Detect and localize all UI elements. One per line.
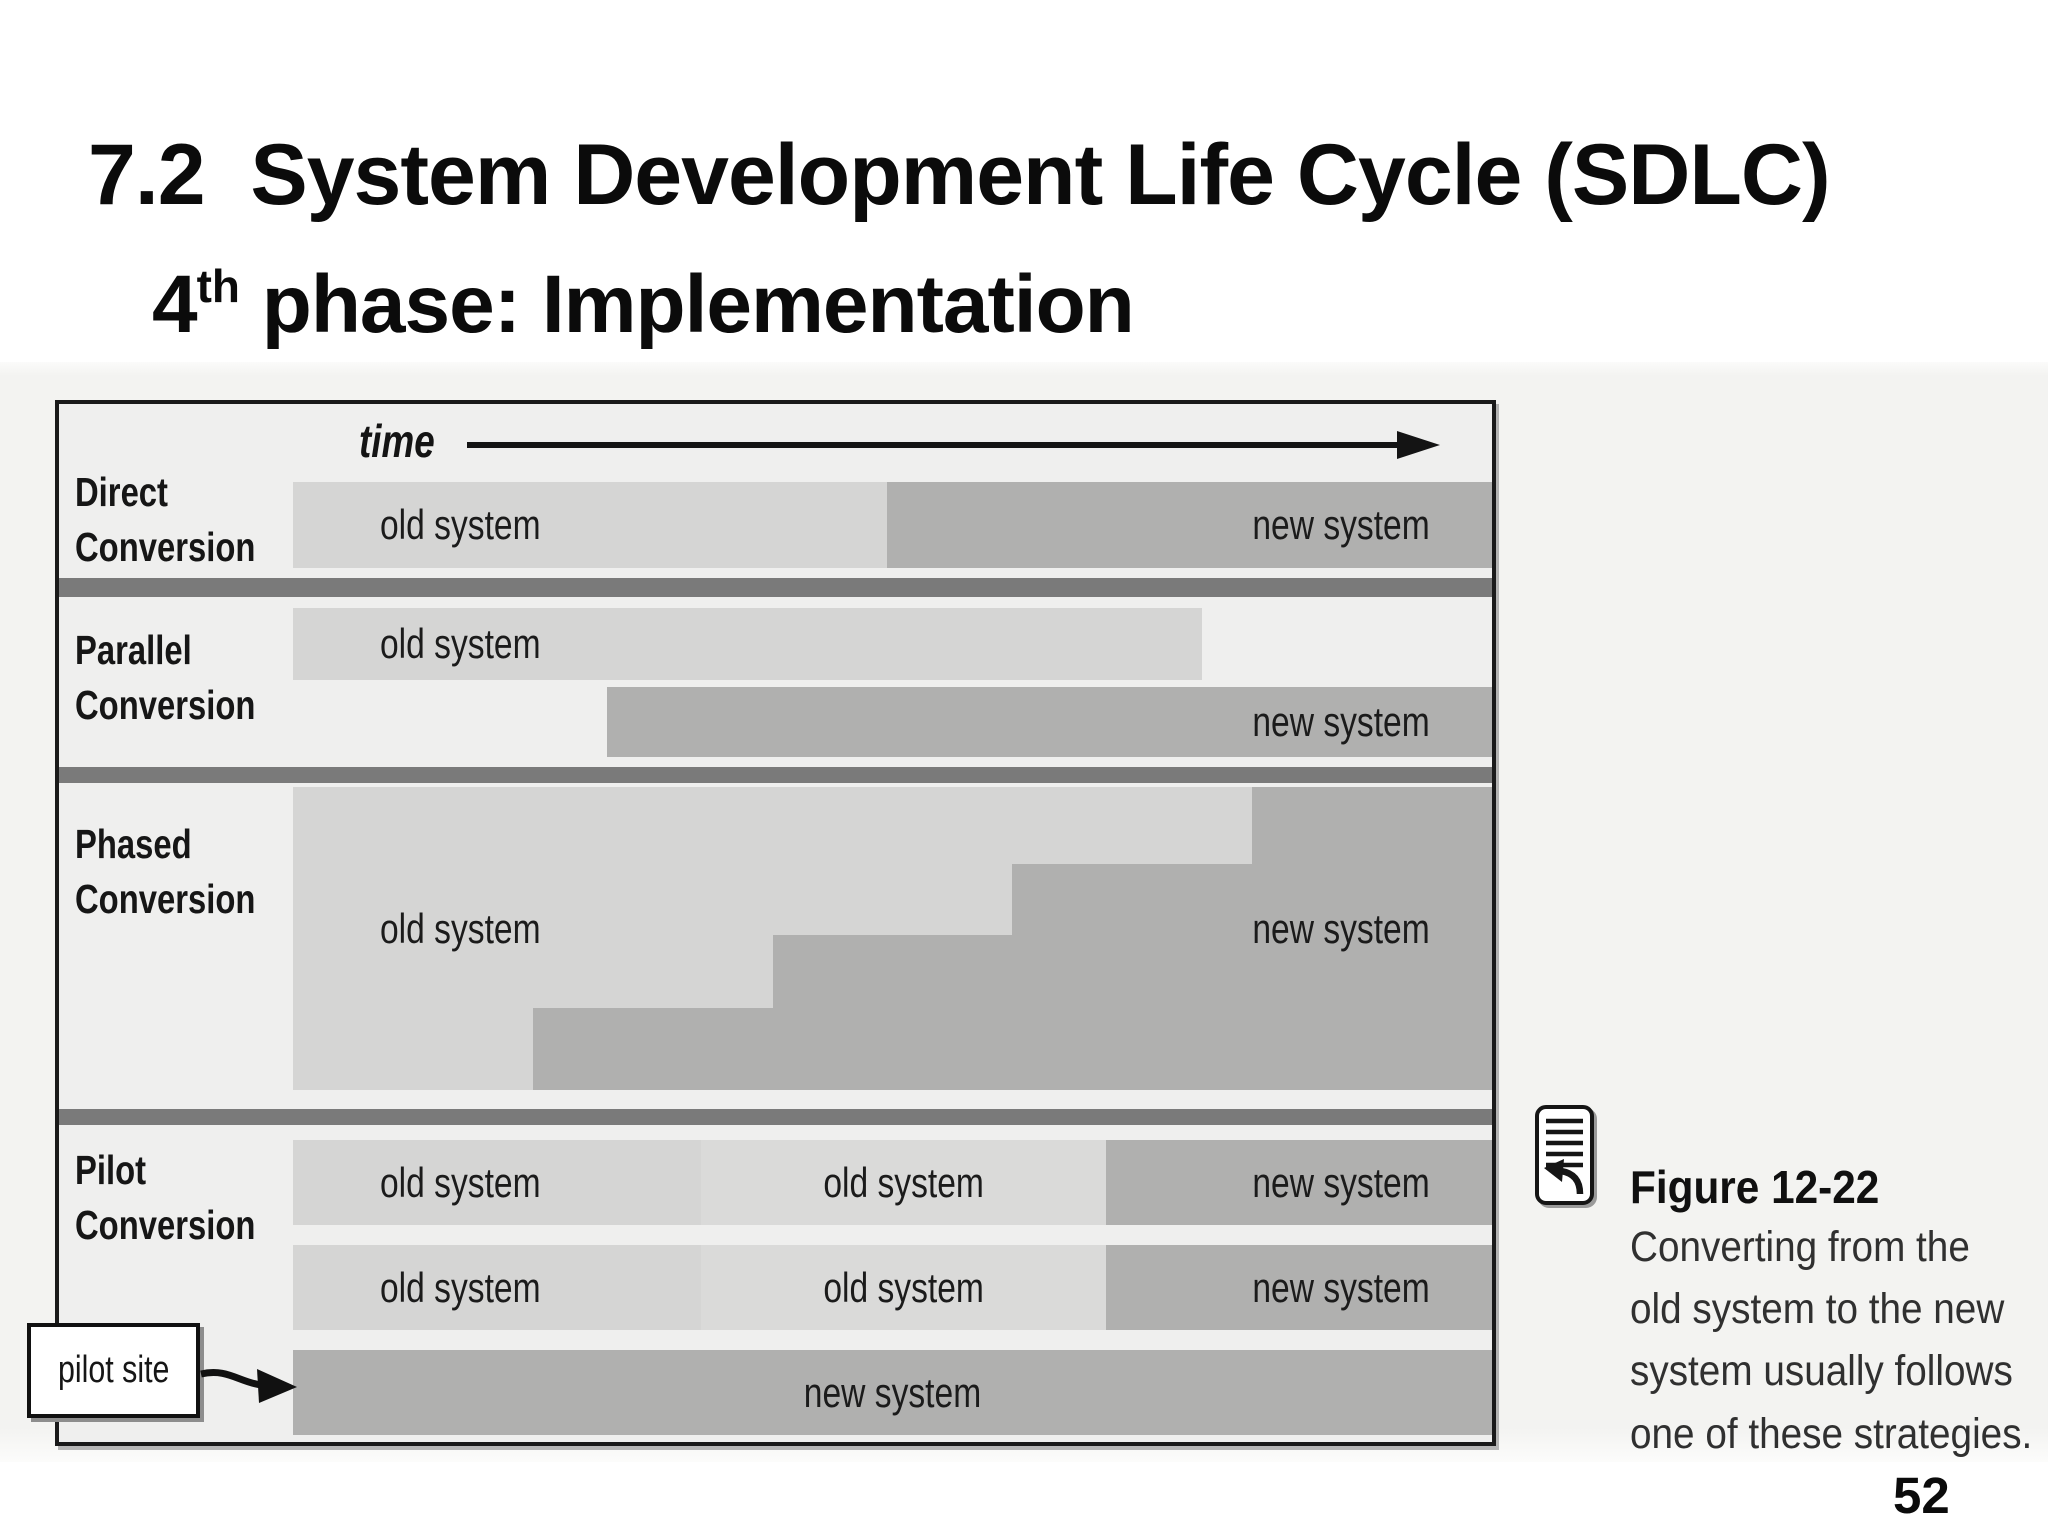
pilot-site-callout: pilot site [27, 1323, 200, 1418]
phased-step-3 [1012, 864, 1253, 1090]
slide-title: 7.2 System Development Life Cycle (SDLC) [88, 127, 1831, 223]
row-label-phased: Phased Conversion [75, 821, 256, 922]
slide-subtitle: 4th phase: Implementation [152, 258, 1135, 352]
subtitle-ordinal: th [196, 259, 240, 312]
time-axis-label: time [359, 415, 435, 467]
pilot-row2-new-label: new system [1252, 1263, 1430, 1311]
pilot-row2-old2-segment [700, 1245, 1106, 1330]
figure-panel: time Direct Conversion old system new sy… [55, 400, 1496, 1446]
row-label-parallel: Parallel Conversion [75, 627, 256, 728]
subtitle-text: phase: Implementation [239, 259, 1135, 350]
direct-old-segment [293, 482, 887, 568]
direct-new-label: new system [1252, 501, 1430, 548]
pilot-row1-new-segment [1105, 1140, 1492, 1225]
parallel-new-bar: new system [607, 687, 1492, 757]
pilot-row2-old1-label: old system [380, 1263, 541, 1311]
phased-conversion-bar: old system new system [293, 787, 1492, 1090]
pilot-site-arrow-icon [200, 1369, 297, 1403]
direct-conversion-bar: old system new system [293, 482, 1492, 568]
pilot-row-3-new-system-bar: new system [293, 1350, 1492, 1435]
row-label-pilot: Pilot Conversion [75, 1147, 256, 1248]
figure-caption-title: Figure 12-22 [1630, 1161, 1880, 1213]
subtitle-number: 4 [152, 259, 198, 350]
parallel-new-label: new system [1252, 698, 1430, 745]
figure-caption-line: Converting from the [1630, 1223, 1970, 1271]
page-number: 52 [1893, 1467, 1950, 1524]
pilot-row2-old2-label: old system [822, 1263, 984, 1311]
figure-caption-line: old system to the new [1630, 1285, 2005, 1333]
pilot-row-1: old system old system new system [293, 1140, 1492, 1225]
pilot-row1-old2-label: old system [822, 1158, 984, 1206]
row-separator [59, 767, 1492, 783]
phased-step-4 [1252, 787, 1492, 1090]
figure-caption-line: one of these strategies. [1630, 1410, 2033, 1458]
time-arrow-icon [467, 431, 1440, 459]
pilot-site-label: pilot site [57, 1349, 170, 1391]
pilot-row1-old1-label: old system [380, 1158, 541, 1206]
pilot-row-2: old system old system new system [293, 1245, 1492, 1330]
pilot-row2-new-segment [1105, 1245, 1492, 1330]
phased-new-label: new system [1252, 905, 1430, 953]
row-separator [59, 578, 1492, 597]
pilot-row1-new-label: new system [1252, 1158, 1430, 1206]
direct-old-label: old system [380, 501, 541, 548]
parallel-old-label: old system [380, 620, 541, 667]
row-label-direct: Direct Conversion [75, 469, 256, 570]
phased-old-label: old system [380, 905, 541, 953]
parallel-old-bar: old system [293, 608, 1202, 680]
pilot-row1-old1-segment [293, 1140, 701, 1225]
pilot-row1-old2-segment [700, 1140, 1106, 1225]
phased-step-1 [532, 1008, 773, 1090]
pilot-row2-old1-segment [293, 1245, 701, 1330]
figure-reference-icon [1535, 1105, 1594, 1205]
direct-new-segment [886, 482, 1492, 568]
phased-step-2 [772, 935, 1013, 1090]
row-separator [59, 1109, 1492, 1125]
pilot-row3-new-label: new system [803, 1368, 982, 1416]
figure-caption-line: system usually follows [1630, 1347, 2013, 1395]
